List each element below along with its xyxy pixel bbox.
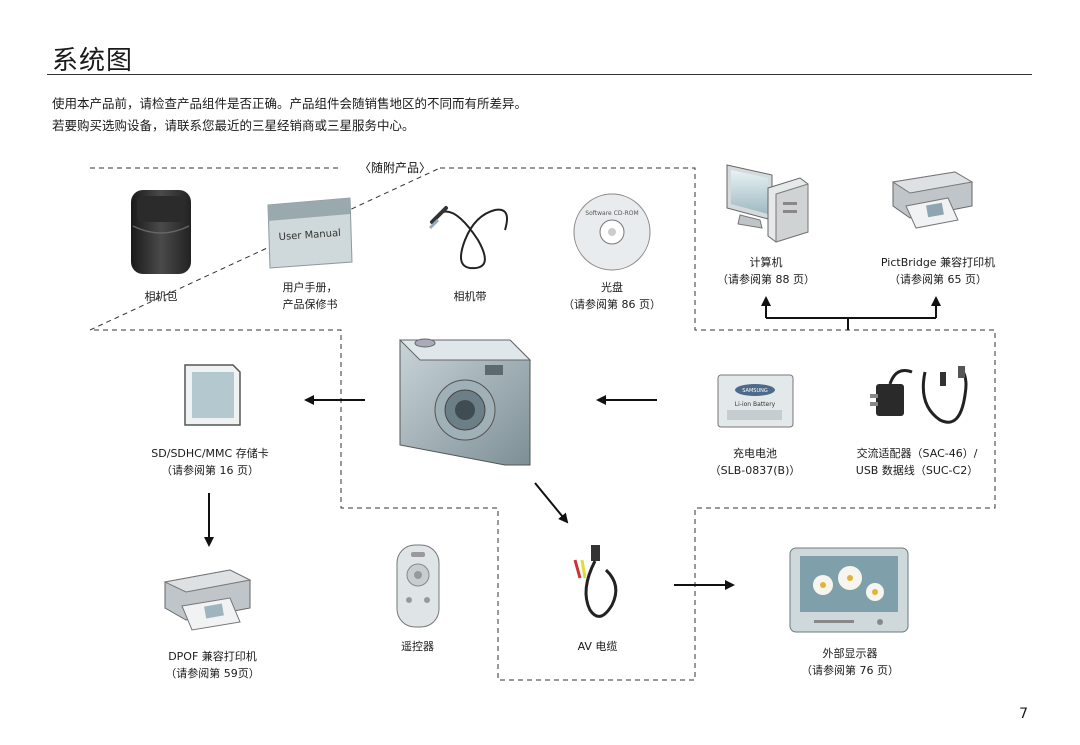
computer-icon: [726, 164, 809, 243]
manual-cover-text: User Manual: [278, 228, 341, 243]
monitor-label: 外部显示器 （请参阅第 76 页）: [790, 645, 910, 679]
included-items-border: [89, 167, 996, 681]
cd-disc-text: Software CD-ROM: [585, 210, 638, 217]
page-number: 7: [1019, 706, 1028, 722]
remote-label: 遥控器: [401, 640, 434, 653]
included-section-label: 〈随附产品〉: [359, 160, 431, 175]
battery-label-line-2: （SLB-0837(B)）: [709, 464, 801, 477]
pictbridge-printer-label-line-2: （请参阅第 65 页）: [889, 273, 987, 286]
arrow-camera-to-computer-printer: [761, 296, 941, 330]
user-manual-label: 用户手册， 产品保修书: [260, 279, 360, 313]
user-manual-label-line-2: 产品保修书: [282, 298, 338, 311]
monitor-label-line-1: 外部显示器: [822, 647, 878, 660]
computer-label-line-1: 计算机: [749, 256, 783, 269]
dpof-printer-label-line-1: DPOF 兼容打印机: [168, 650, 257, 663]
user-manual-label-line-1: 用户手册，: [282, 281, 338, 294]
battery-brand-text: SAMSUNG: [742, 388, 768, 394]
cd-label-line-2: （请参阅第 86 页）: [563, 298, 661, 311]
adapter-label: 交流适配器（SAC-46）/ USB 数据线（SUC-C2）: [842, 445, 992, 479]
page-title: 系统图: [52, 46, 134, 76]
camera-case-icon: [131, 190, 191, 274]
battery-label-line-1: 充电电池: [733, 447, 777, 460]
sd-card-label-line-2: （请参阅第 16 页）: [161, 464, 259, 477]
computer-label: 计算机 （请参阅第 88 页）: [706, 254, 826, 288]
ac-adapter-usb-cable-icon: [870, 366, 968, 424]
pictbridge-printer-label: PictBridge 兼容打印机 （请参阅第 65 页）: [858, 254, 1018, 288]
intro-line-1: 使用本产品前，请检查产品组件是否正确。产品组件会随销售地区的不同而有所差异。: [52, 96, 528, 111]
sd-card-icon: [184, 364, 241, 426]
sd-card-label: SD/SDHC/MMC 存储卡 （请参阅第 16 页）: [135, 445, 285, 479]
user-manual-icon: User Manual: [267, 197, 353, 269]
camera-strap-icon: [428, 206, 508, 270]
cd-label: 光盘 （请参阅第 86 页）: [552, 279, 672, 313]
dpof-printer-label: DPOF 兼容打印机 （请参阅第 59页）: [150, 648, 275, 682]
pictbridge-printer-icon: [891, 171, 974, 229]
adapter-label-line-2: USB 数据线（SUC-C2）: [855, 464, 979, 477]
cd-icon: Software CD-ROM: [573, 193, 651, 271]
remote-control-icon: [396, 544, 440, 628]
av-cable-icon: [573, 545, 618, 618]
dpof-printer-icon: [163, 569, 252, 631]
pictbridge-printer-label-line-1: PictBridge 兼容打印机: [880, 256, 996, 269]
intro-line-2: 若要购买选购设备，请联系您最近的三星经销商或三星服务中心。: [52, 118, 415, 133]
sd-card-label-line-1: SD/SDHC/MMC 存储卡: [151, 447, 269, 460]
digital-camera-icon: [398, 338, 532, 466]
av-cable-label: AV 电缆: [577, 640, 618, 653]
monitor-label-line-2: （请参阅第 76 页）: [801, 664, 899, 677]
battery-icon: SAMSUNG Li-ion Battery: [717, 374, 794, 428]
cd-label-line-1: 光盘: [601, 281, 623, 294]
camera-case-label: 相机包: [144, 290, 178, 303]
external-monitor-icon: [789, 547, 909, 633]
computer-label-line-2: （请参阅第 88 页）: [717, 273, 815, 286]
dpof-printer-label-line-2: （请参阅第 59页）: [165, 667, 260, 680]
battery-type-text: Li-ion Battery: [735, 401, 776, 408]
strap-label: 相机带: [453, 290, 487, 303]
arrow-camera-to-av-cable: [534, 482, 569, 524]
title-divider: [47, 74, 1032, 75]
adapter-label-line-1: 交流适配器（SAC-46）/: [856, 447, 978, 460]
battery-label: 充电电池 （SLB-0837(B)）: [700, 445, 810, 479]
